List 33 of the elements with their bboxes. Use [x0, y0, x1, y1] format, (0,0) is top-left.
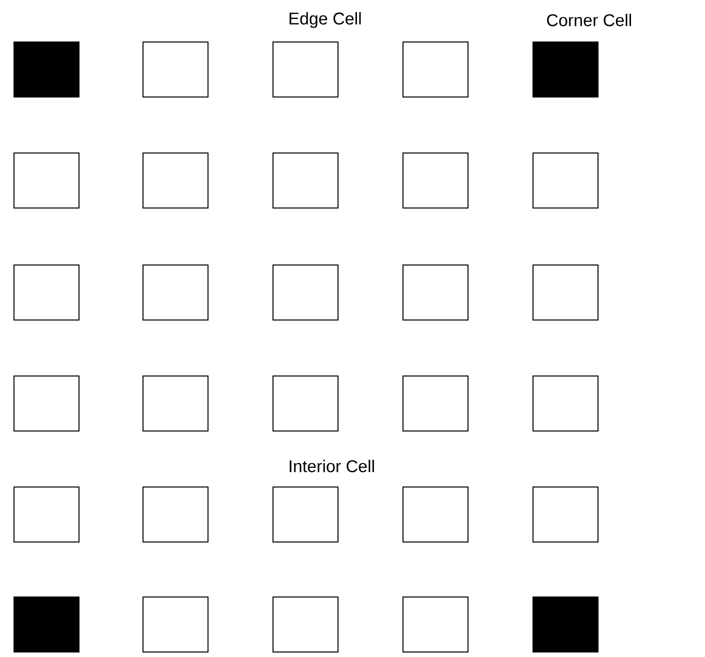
empty-square	[402, 486, 468, 542]
empty-square	[272, 264, 338, 320]
empty-square	[14, 376, 80, 432]
empty-square	[142, 376, 208, 432]
empty-square	[402, 42, 468, 98]
empty-square	[402, 596, 468, 652]
empty-square	[142, 42, 208, 98]
empty-square	[272, 596, 338, 652]
empty-square	[142, 486, 208, 542]
filled-square	[532, 596, 598, 652]
cell-label: Corner Cell	[547, 14, 631, 26]
cell-label: Interior Cell	[290, 460, 374, 472]
empty-square	[14, 264, 80, 320]
filled-square	[14, 42, 80, 98]
empty-square	[142, 596, 208, 652]
cell-label: Edge Cell	[290, 12, 361, 28]
empty-square	[142, 152, 208, 208]
empty-square	[402, 376, 468, 432]
filled-square	[532, 42, 598, 98]
empty-square	[532, 486, 598, 542]
filled-square	[14, 596, 80, 652]
empty-square	[272, 376, 338, 432]
empty-square	[402, 152, 468, 208]
empty-square	[14, 152, 80, 208]
empty-square	[532, 152, 598, 208]
empty-square	[532, 264, 598, 320]
empty-square	[272, 42, 338, 98]
empty-square	[142, 264, 208, 320]
empty-square	[272, 152, 338, 208]
empty-square	[402, 264, 468, 320]
empty-square	[14, 486, 80, 542]
empty-square	[532, 376, 598, 432]
empty-square	[272, 486, 338, 542]
